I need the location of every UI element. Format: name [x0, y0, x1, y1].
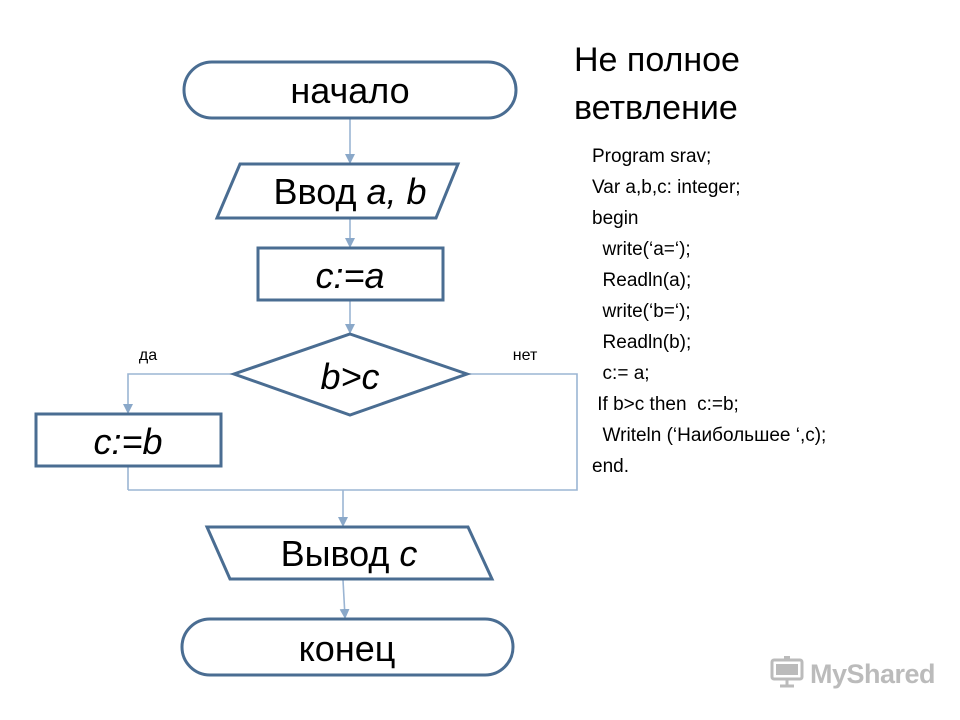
pascal-code-listing: Program srav; Var a,b,c: integer; begin …: [592, 141, 826, 482]
watermark-logo: MyShared: [770, 655, 936, 694]
input-node: Ввод a, b: [214, 162, 461, 220]
output-label-word: Вывод: [281, 533, 400, 574]
yes-label: да: [139, 347, 157, 364]
slide-title: Не полное ветвление: [574, 36, 740, 132]
projector-screen-icon: [770, 655, 804, 694]
output-label: Вывод c: [281, 533, 418, 574]
title-line-1: Не полное: [574, 41, 740, 79]
code-line: Readln(a);: [592, 270, 692, 291]
start-node: начало: [182, 60, 518, 120]
code-line: Writeln (‘Наибольшее ‘,c);: [592, 425, 827, 446]
end-label: конец: [299, 628, 396, 669]
title-line-2: ветвление: [574, 89, 738, 127]
code-line: end.: [592, 456, 629, 477]
assign-a-node: c:=a: [256, 246, 445, 302]
code-line: Readln(b);: [592, 332, 692, 353]
end-node: конец: [180, 617, 515, 677]
code-line: write(‘a=‘);: [592, 239, 691, 260]
assign-a-label: c:=a: [315, 255, 384, 296]
connector-no-branch: [343, 373, 578, 491]
input-label-word: Ввод: [273, 171, 366, 212]
code-line: If b>c then c:=b;: [592, 394, 739, 415]
code-line: write(‘b=‘);: [592, 301, 691, 322]
input-vars: a, b: [366, 171, 426, 212]
assign-b-node: c:=b: [34, 412, 223, 468]
condition-label: b>c: [320, 356, 379, 397]
assign-b-label: c:=b: [93, 421, 162, 462]
connector-yes-branch: [123, 373, 236, 414]
input-label: Ввод a, b: [273, 171, 426, 212]
start-label: начало: [290, 70, 409, 111]
connectors: [123, 118, 578, 619]
code-line: begin: [592, 208, 639, 229]
output-node: Вывод c: [204, 525, 495, 581]
code-line: Program srav;: [592, 146, 712, 167]
watermark-brand: MyShared: [810, 658, 936, 689]
condition-node: b>c: [229, 332, 472, 417]
code-line: c:= a;: [592, 363, 650, 384]
no-label: нет: [513, 347, 538, 364]
connector-output-end: [339, 579, 350, 619]
output-var: c: [399, 533, 417, 574]
code-line: Var a,b,c: integer;: [592, 177, 741, 198]
